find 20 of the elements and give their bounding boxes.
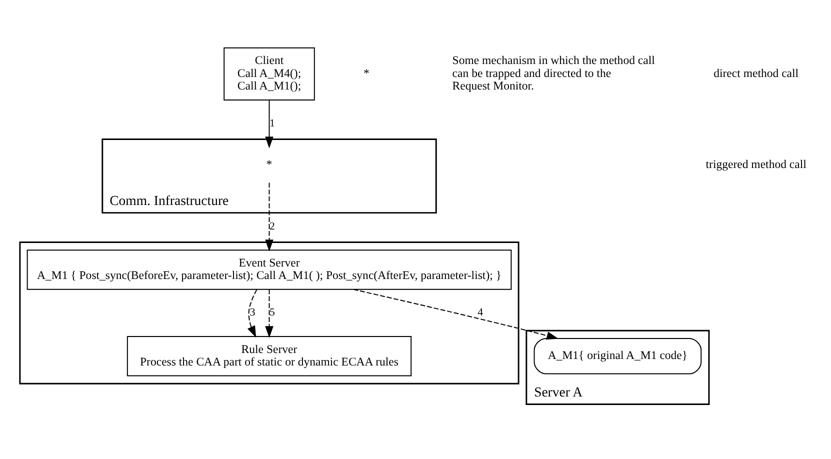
edge-label: 4	[478, 306, 483, 318]
legend-label: triggered method call	[706, 157, 806, 170]
node-box: Client Call A_M4(); Call A_M1();	[224, 46, 315, 100]
node-box: A_M1{ original A_M1 code}	[534, 337, 702, 374]
cluster	[19, 241, 520, 384]
legend-label: direct method call	[714, 66, 799, 80]
edge-label: 2	[270, 220, 275, 232]
edge-label: 3	[250, 306, 256, 318]
arrow	[352, 288, 558, 340]
label: Some mechanism in which the method call can be trapped and directed to the Request Monitor.	[452, 54, 655, 92]
node-box: Event Server A_M1 { Post_sync(BeforeEv, parameter-list); Call A_M1( ); Post_sync(AfterEv, parameter-list); }	[26, 249, 512, 290]
arrow	[265, 182, 274, 251]
edge-label: 5	[270, 306, 275, 318]
arrow	[265, 288, 274, 338]
node-text: *	[266, 157, 272, 170]
label: *	[363, 66, 370, 80]
arrow	[247, 288, 258, 338]
edge-label: 1	[270, 116, 275, 129]
arrow	[265, 99, 274, 148]
node-box: Rule Server Process the CAA part of static or dynamic ECAA rules	[126, 336, 412, 376]
